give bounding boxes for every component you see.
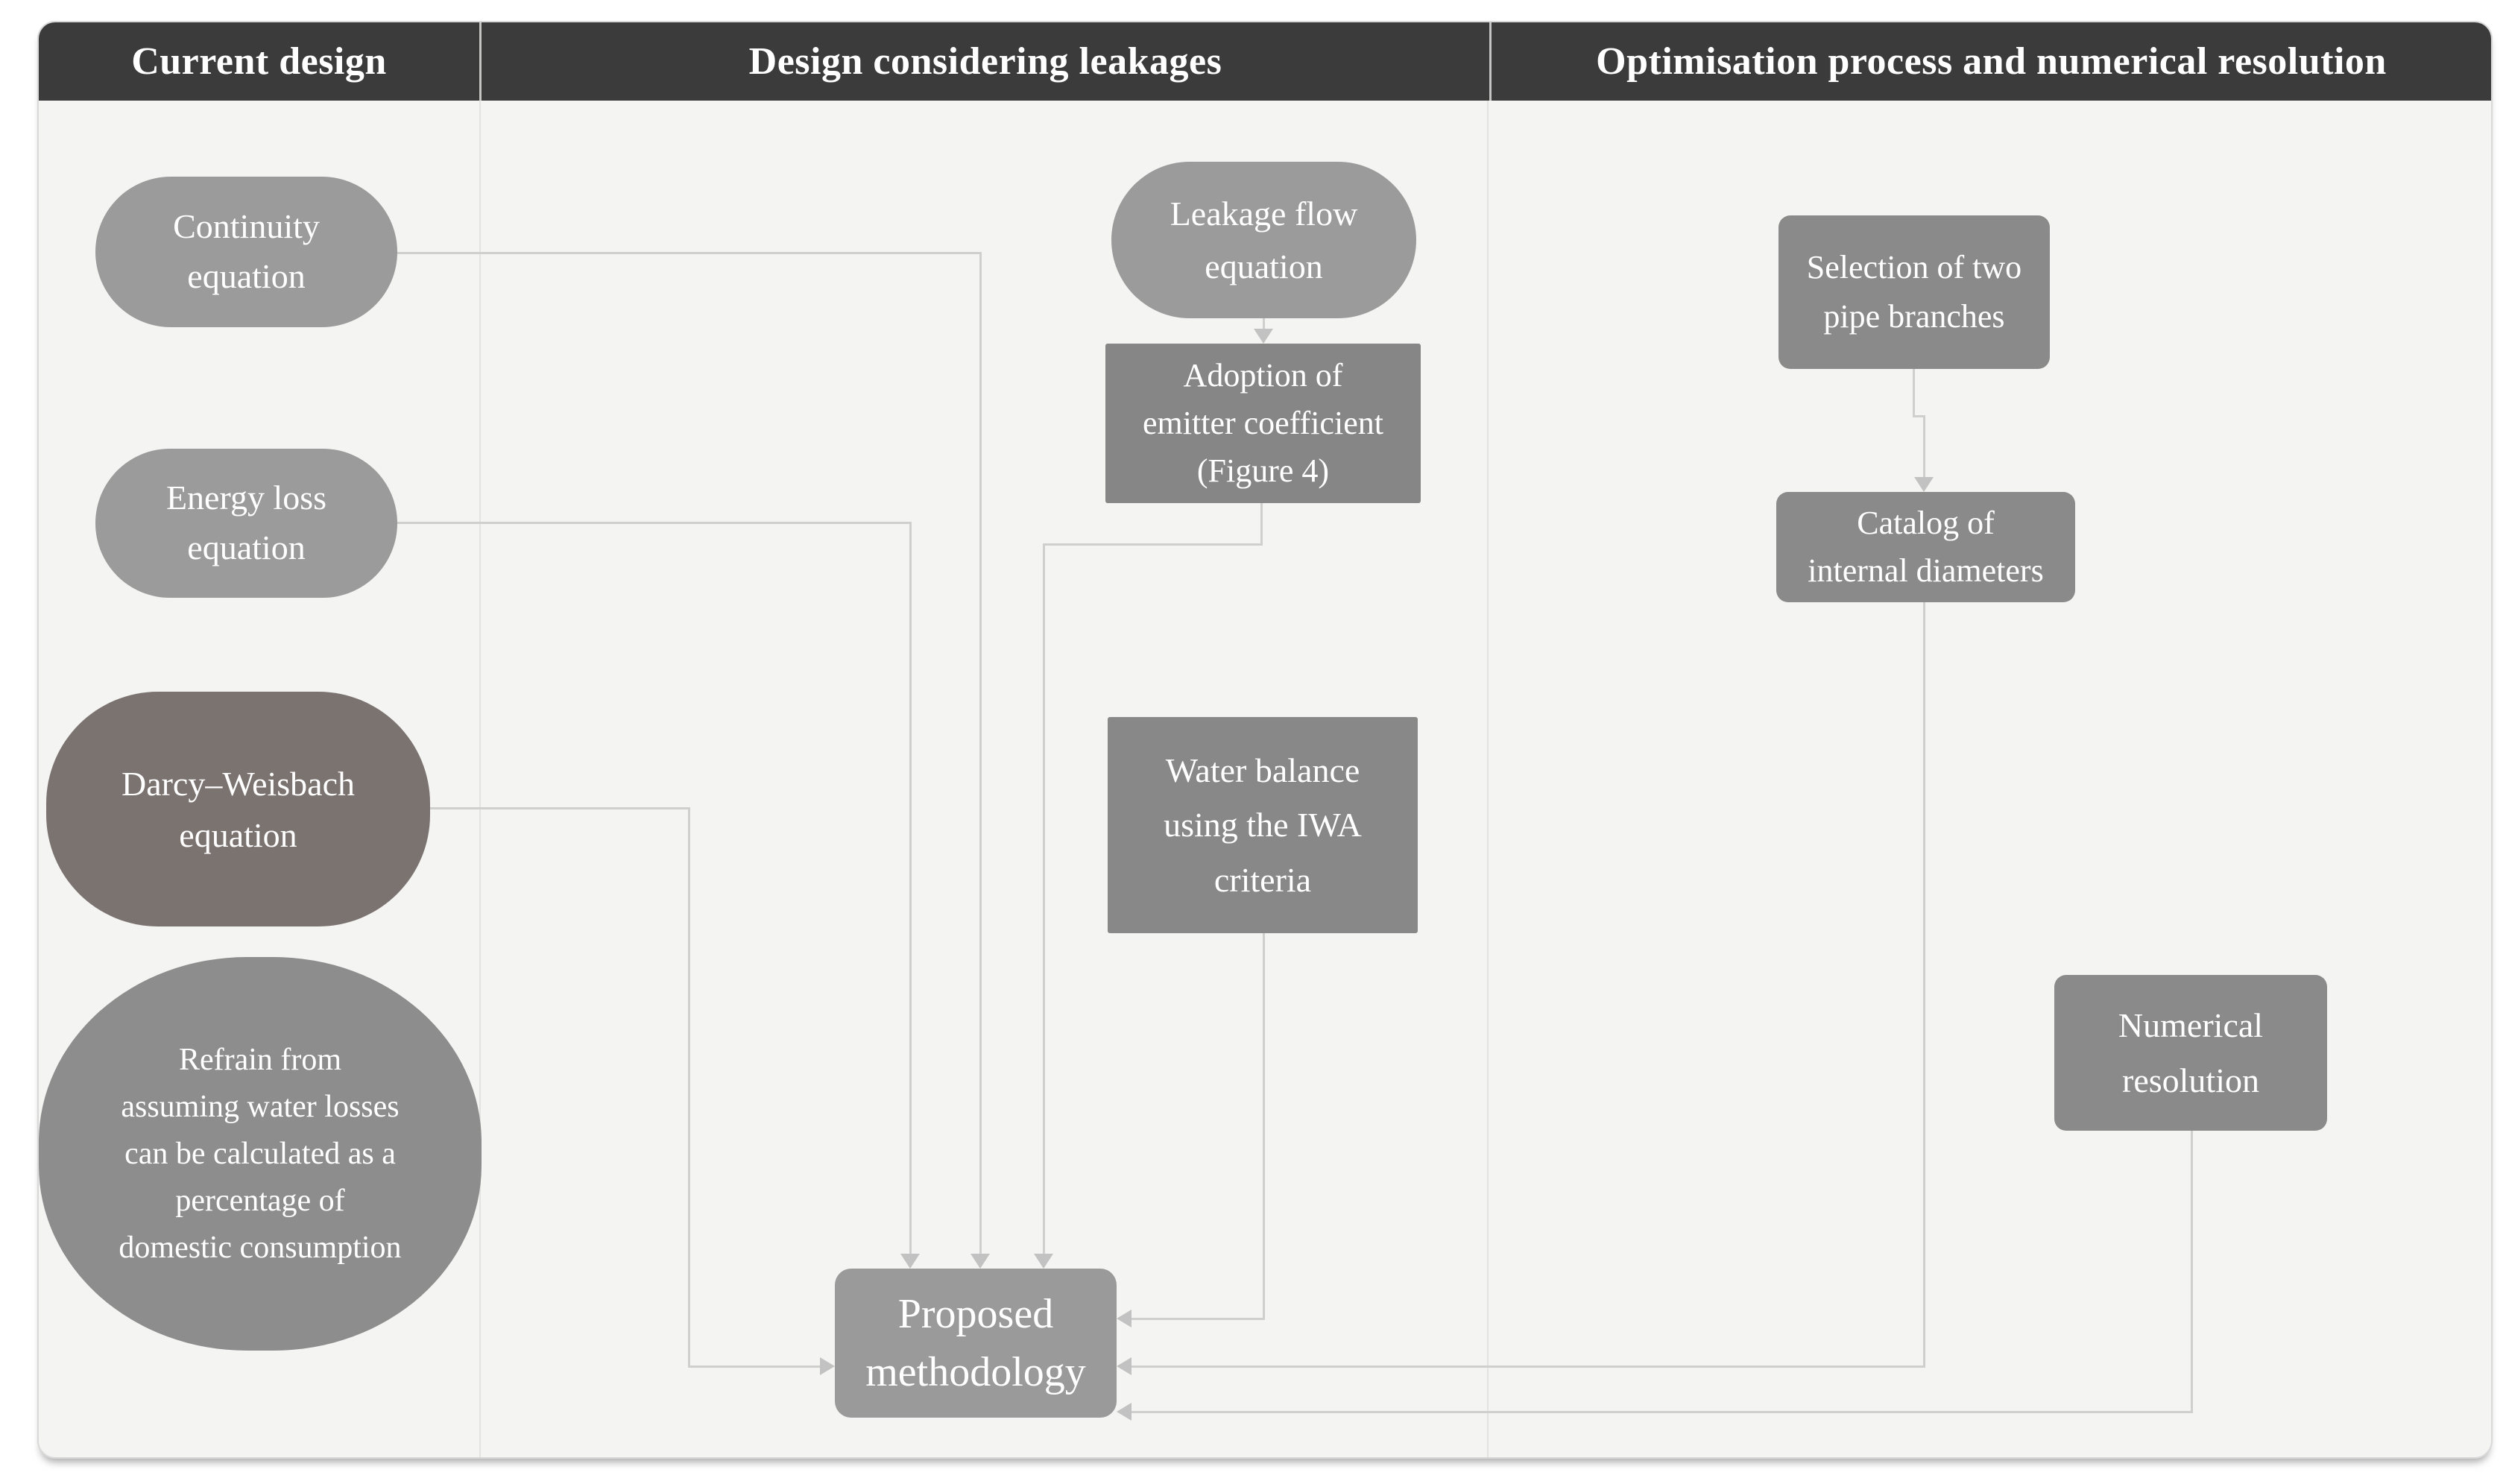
connector-darcy-to-proposed-h1	[393, 807, 690, 809]
connector-water-to-proposed-v	[1263, 933, 1265, 1319]
node-refrain-water-losses-ellipse: Refrain from assuming water losses can b…	[39, 957, 482, 1351]
arrowhead-selection-to-catalog	[1914, 477, 1934, 492]
node-catalog-internal-diameters: Catalog of internal diameters	[1776, 492, 2075, 602]
connector-darcy-to-proposed-v	[688, 807, 690, 1368]
arrowhead-leakage-to-adoption	[1254, 329, 1273, 344]
connector-adoption-to-proposed-v1	[1260, 503, 1263, 545]
connector-numerical-to-proposed-h	[1132, 1411, 2193, 1413]
node-water-balance-iwa: Water balance using the IWA criteria	[1108, 717, 1418, 933]
node-proposed-methodology: Proposed methodology	[835, 1269, 1117, 1418]
node-continuity-equation: Continuity equation	[95, 177, 397, 327]
connector-catalog-to-proposed-h	[1132, 1365, 1925, 1368]
connector-darcy-to-proposed-h2	[688, 1365, 820, 1368]
connector-selection-to-catalog-jog	[1913, 415, 1925, 417]
connector-catalog-to-proposed-v	[1923, 602, 1925, 1368]
arrowhead-energy-to-proposed	[900, 1254, 920, 1269]
column-divider-1	[479, 101, 481, 1457]
node-adoption-emitter-coefficient: Adoption of emitter coefficient (Figure …	[1105, 344, 1421, 503]
node-leakage-flow-equation: Leakage flow equation	[1111, 162, 1416, 318]
figure-card: Current design Design considering leakag…	[37, 21, 2493, 1459]
connector-selection-to-catalog-v2	[1923, 415, 1925, 479]
connector-continuity-to-proposed-v	[979, 252, 982, 1254]
arrowhead-darcy-to-proposed	[820, 1357, 835, 1375]
connector-energy-to-proposed-h	[397, 522, 909, 524]
connector-adoption-to-proposed-h	[1043, 543, 1263, 546]
connector-numerical-to-proposed-v	[2191, 1131, 2193, 1412]
column-header-design-considering-leakages: Design considering leakages	[482, 22, 1492, 101]
column-divider-2	[1487, 101, 1489, 1457]
arrowhead-continuity-to-proposed	[970, 1254, 990, 1269]
column-header-band: Current design Design considering leakag…	[39, 22, 2491, 101]
connector-energy-to-proposed-v	[909, 522, 912, 1254]
arrowhead-adoption-to-proposed	[1034, 1254, 1053, 1269]
arrowhead-catalog-to-proposed	[1117, 1357, 1132, 1375]
node-selection-two-pipe-branches: Selection of two pipe branches	[1778, 215, 2050, 369]
arrowhead-numerical-to-proposed	[1117, 1403, 1132, 1421]
node-darcy-weisbach-equation: Darcy–Weisbach equation	[46, 692, 430, 926]
connector-water-to-proposed-h	[1132, 1318, 1265, 1320]
connector-adoption-to-proposed-v2	[1043, 543, 1045, 1254]
column-header-optimisation-process: Optimisation process and numerical resol…	[1596, 40, 2387, 83]
connector-continuity-to-proposed-h	[397, 252, 979, 254]
connector-leakage-to-adoption-v	[1263, 318, 1265, 330]
node-energy-loss-equation: Energy loss equation	[95, 449, 397, 598]
column-header-current-design: Current design	[39, 22, 482, 101]
arrowhead-water-to-proposed	[1117, 1310, 1132, 1327]
node-numerical-resolution: Numerical resolution	[2054, 975, 2327, 1131]
connector-selection-to-catalog-v1	[1913, 369, 1915, 417]
